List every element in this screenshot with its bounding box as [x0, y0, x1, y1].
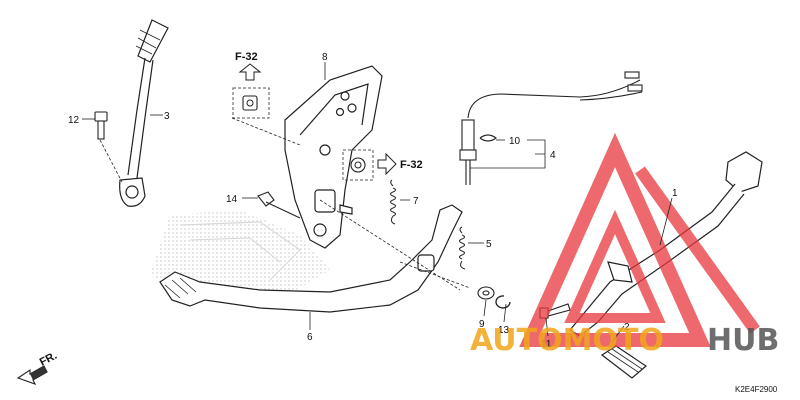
callout-1: 1 [672, 188, 678, 199]
bolt-14 [257, 191, 301, 219]
callout-10: 10 [509, 136, 521, 147]
callout-4: 4 [550, 150, 556, 161]
watermark-logo [519, 132, 760, 347]
footpeg-rubber-2 [600, 345, 647, 379]
spring-5 [459, 226, 466, 270]
callout-12: 12 [68, 115, 80, 126]
callout-3: 3 [164, 111, 170, 122]
spring-7 [390, 179, 396, 225]
callout-11: 11 [541, 339, 552, 350]
callout-8: 8 [322, 52, 328, 63]
callout-13: 13 [498, 325, 510, 336]
footpeg-bracket [284, 65, 383, 249]
front-indicator: FR. [16, 350, 59, 385]
brake-light-switch [459, 71, 643, 185]
watermark-text-secondary: HUB [707, 323, 779, 358]
diagram-code: K2E4F2900 [735, 385, 778, 394]
washer-9 [477, 286, 495, 300]
callout-14: 14 [226, 194, 238, 205]
callout-9: 9 [479, 319, 485, 330]
brake-pedal-6 [159, 204, 471, 313]
front-indicator-label: FR. [38, 350, 59, 369]
reference-tag-top: F-32 [235, 51, 258, 63]
reference-tag-right: F-32 [400, 159, 423, 171]
callout-7: 7 [413, 196, 419, 207]
reference-arrow-top [232, 63, 270, 119]
callout-2: 2 [624, 322, 630, 333]
clip-13 [495, 295, 511, 309]
callout-6: 6 [307, 332, 313, 343]
reference-arrow-right [342, 149, 397, 181]
background-frame-ghost [150, 210, 330, 300]
kick-starter-arm [99, 19, 169, 207]
bolt-12 [94, 111, 108, 140]
callouts: 1 2 3 4 5 6 7 8 9 10 11 12 13 14 [68, 52, 678, 350]
callout-5: 5 [486, 239, 492, 250]
leader-lines [82, 62, 673, 343]
watermark-text-primary: AUTOMOTO [470, 323, 664, 358]
